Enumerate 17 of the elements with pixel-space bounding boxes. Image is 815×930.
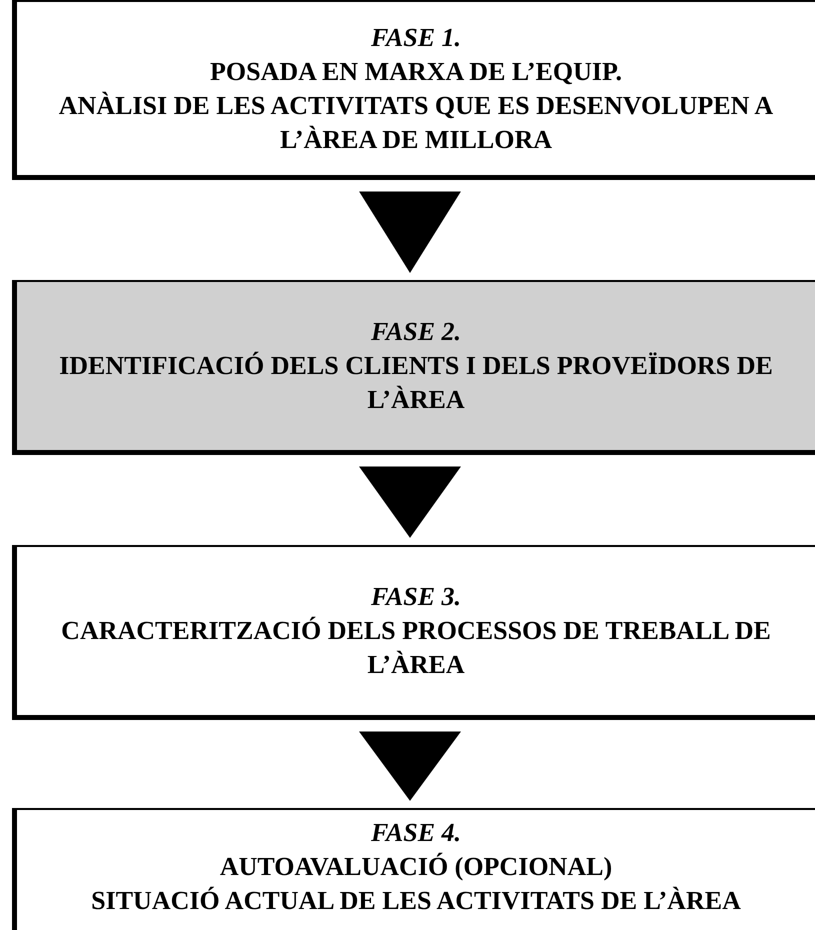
phase-description: SITUACIÓ ACTUAL DE LES ACTIVITATS DE L’ÀREA xyxy=(91,884,741,916)
phase-heading: FASE 2. xyxy=(370,316,462,348)
phase-description: AUTOAVALUACIÓ (OPCIONAL) xyxy=(220,850,612,882)
process-box xyxy=(12,808,815,930)
phase-description: ANÀLISI DE LES ACTIVITATS QUE ES DESENVOLUPEN A L’ÀREA DE MILLORA xyxy=(58,90,774,156)
arrow xyxy=(359,192,461,273)
arrow xyxy=(359,466,461,538)
phase-heading: FASE 1. xyxy=(370,22,462,54)
process-box xyxy=(12,545,815,720)
process-box xyxy=(12,280,815,455)
phase-heading: FASE 4. xyxy=(370,816,462,848)
phase-description: CARACTERITZACIÓ DELS PROCESSOS DE TREBALL DE L’ÀREA xyxy=(60,615,772,681)
phase-description: POSADA EN MARXA DE L’EQUIP. xyxy=(210,56,622,88)
arrow xyxy=(359,732,461,801)
phase-heading: FASE 3. xyxy=(370,581,462,613)
phase-description: IDENTIFICACIÓ DELS CLIENTS I DELS PROVEÏDORS DE L’ÀREA xyxy=(58,350,774,416)
process-box xyxy=(12,0,815,180)
